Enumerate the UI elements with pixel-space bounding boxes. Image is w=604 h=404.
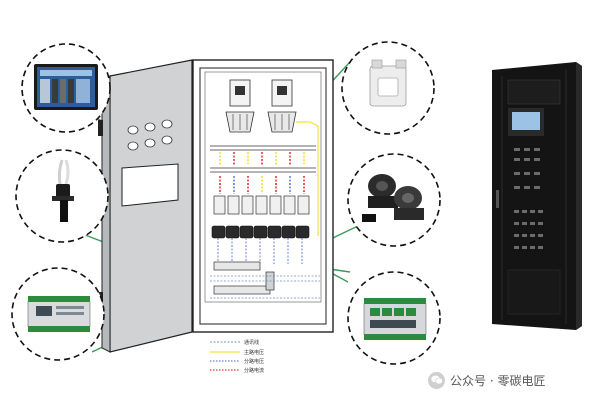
callout-split-core-cts xyxy=(347,153,441,247)
rack-handle xyxy=(496,190,499,208)
main-voltage-wire xyxy=(296,121,319,236)
split-core-current-transformers xyxy=(362,174,424,222)
main-breaker-left xyxy=(225,79,255,133)
temperature-sensor-probe xyxy=(52,159,74,222)
rack-display-screen xyxy=(512,112,540,130)
current-transformer xyxy=(369,59,407,107)
door-indicator-lights xyxy=(127,119,173,151)
rack-top-panel xyxy=(507,79,561,105)
internal-comm-lines xyxy=(210,275,320,299)
busbars xyxy=(210,145,316,173)
rack-indicators xyxy=(514,148,543,249)
touch-display-screen xyxy=(34,64,98,110)
branch-wires xyxy=(219,152,305,194)
callout-branch-acquisition-module xyxy=(347,271,441,365)
watermark: 公众号 · 零碳电匠 xyxy=(428,370,545,390)
rack-cabinet xyxy=(492,62,582,330)
callout-touch-display xyxy=(21,43,111,133)
watermark-text: 公众号 · 零碳电匠 xyxy=(450,373,546,388)
cabinet-door xyxy=(98,59,193,353)
callout-acquisition-module xyxy=(11,267,105,361)
legend-label-branch-voltage: 分路电压 xyxy=(244,358,264,365)
branch-acquisition-module xyxy=(363,298,427,340)
legend-label-comm: 通讯线 xyxy=(244,339,259,346)
rack-bottom-panel xyxy=(507,269,561,315)
door-window xyxy=(121,163,179,207)
branch-breakers xyxy=(213,195,310,215)
door-hinge-top xyxy=(98,120,103,136)
wiring-legend: 通讯线 主路电压 分路电压 分路电流 xyxy=(210,339,264,374)
main-breaker-right xyxy=(267,79,297,133)
callout-temperature-sensor xyxy=(15,149,109,243)
cabinet-body: 通讯线 主路电压 分路电压 分路电流 xyxy=(192,59,334,374)
acquisition-module xyxy=(27,296,91,332)
callout-current-transformer xyxy=(341,41,435,135)
legend-label-main-voltage: 主路电压 xyxy=(244,349,264,356)
branch-current-transformers xyxy=(211,225,310,239)
legend-label-branch-current: 分路电流 xyxy=(244,367,264,374)
ct-wires xyxy=(217,238,303,264)
wechat-icon xyxy=(428,371,445,389)
